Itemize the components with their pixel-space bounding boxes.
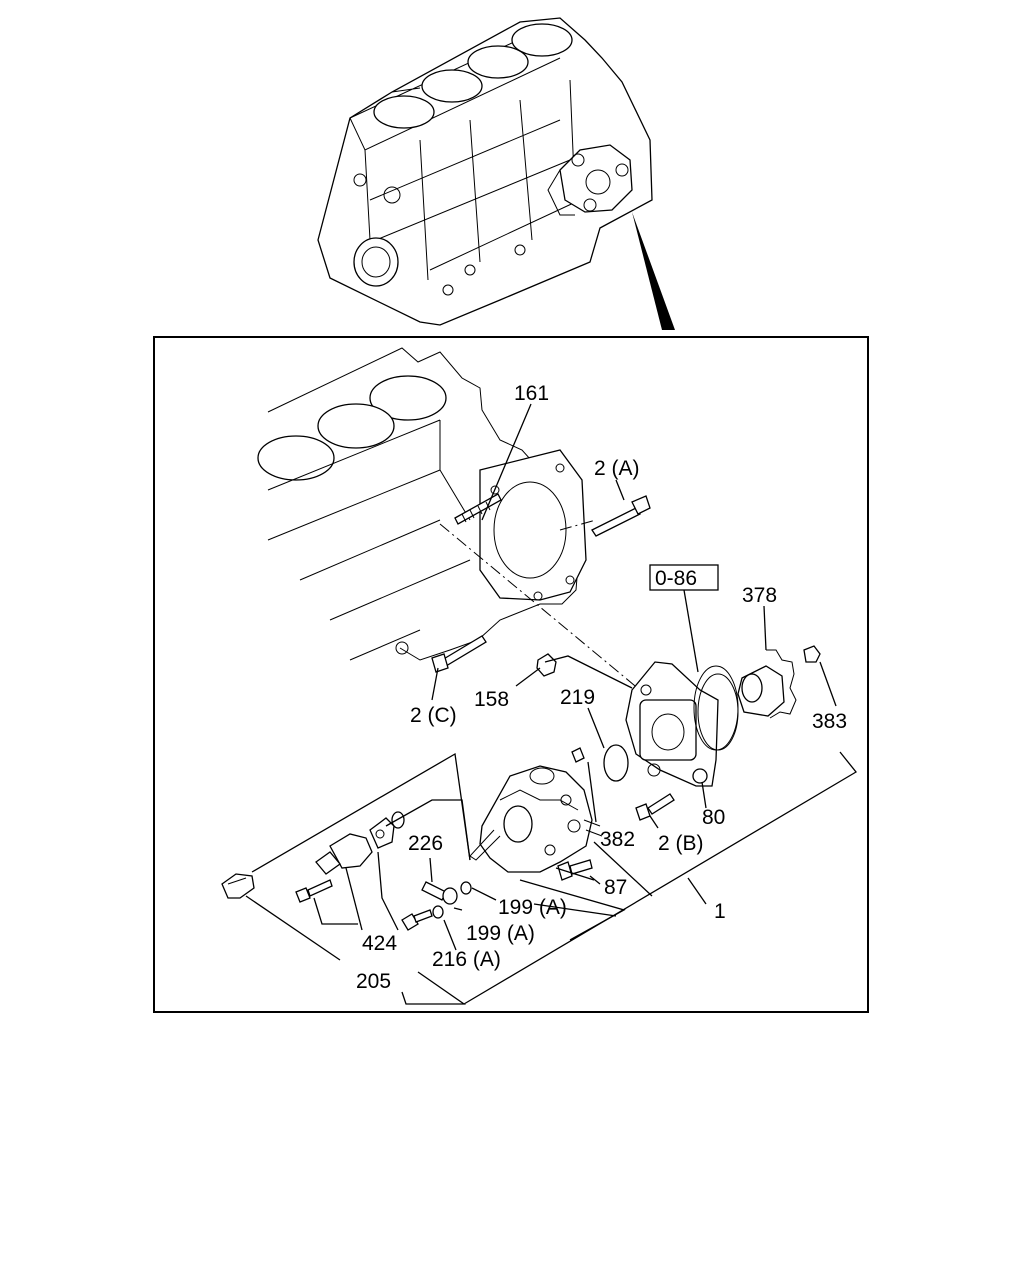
callout-378: 378 <box>742 584 777 607</box>
callout-2a: 2 (A) <box>594 457 640 480</box>
nut-158 <box>536 653 557 677</box>
callout-1: 1 <box>714 900 726 923</box>
callout-086-box <box>649 564 719 591</box>
callout-216a: 216 (A) <box>432 948 501 971</box>
callout-158: 158 <box>474 688 509 711</box>
bolt-216a <box>401 909 433 931</box>
callout-199a-lower: 199 (A) <box>466 922 535 945</box>
bolt-226 <box>421 881 458 905</box>
callout-87: 87 <box>604 876 627 899</box>
callout-382: 382 <box>600 828 635 851</box>
detail-block-portion <box>257 347 641 691</box>
callout-2c: 2 (C) <box>410 704 457 727</box>
injection-pump <box>469 747 603 873</box>
washer-199a-upper <box>460 881 472 895</box>
callout-2b: 2 (B) <box>658 832 704 855</box>
callout-205: 205 <box>356 970 391 993</box>
adapter-plate <box>625 661 739 787</box>
callout-199a-upper: 199 (A) <box>498 896 567 919</box>
callout-219: 219 <box>560 686 595 709</box>
nut-383 <box>803 645 821 663</box>
callout-labels: 161 2 (A) 0-86 378 383 2 (C) 158 219 80 … <box>356 382 847 993</box>
gear-378 <box>737 649 797 719</box>
callout-80: 80 <box>702 806 725 829</box>
leader-lines <box>245 403 857 1005</box>
sensor-205 <box>221 873 255 899</box>
bolt-2a <box>591 495 651 537</box>
bolt-2c <box>431 635 487 673</box>
engine-block-overview <box>317 17 675 330</box>
callout-383: 383 <box>812 710 847 733</box>
washer-199a-lower <box>432 905 444 919</box>
solenoid-424 <box>295 811 405 903</box>
callout-161: 161 <box>514 382 549 405</box>
bolt-2b <box>635 793 675 821</box>
o-ring-219 <box>603 744 629 782</box>
callout-424: 424 <box>362 932 397 955</box>
callout-226: 226 <box>408 832 443 855</box>
detail-frame <box>153 336 869 1013</box>
callout-086: 0-86 <box>655 567 697 590</box>
